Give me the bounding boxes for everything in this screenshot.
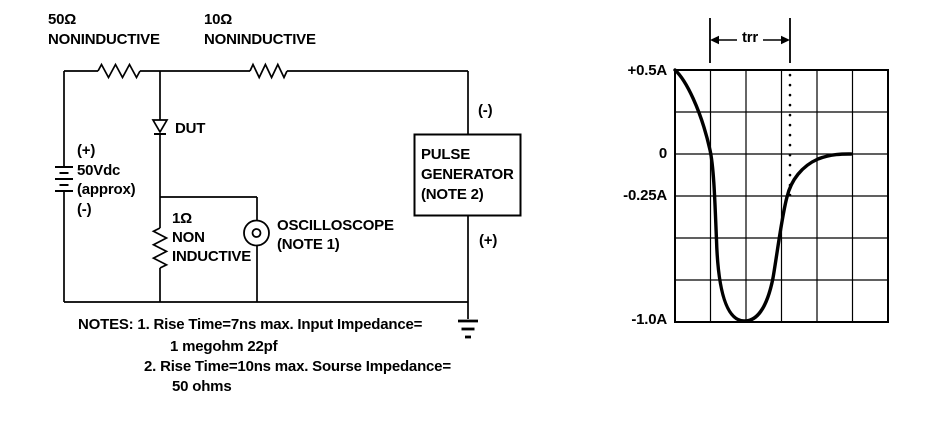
pulse-generator-line1: PULSE (421, 146, 471, 163)
y-tick-minus-1-0a: -1.0A (631, 311, 667, 328)
resistor-1-type-line2: INDUCTIVE (172, 248, 252, 265)
resistor-10-type: NONINDUCTIVE (204, 30, 316, 48)
pulse-generator-note: (NOTE 2) (421, 186, 484, 203)
source-minus: (-) (77, 200, 92, 218)
resistor-1-value: 1Ω (172, 210, 192, 227)
oscilloscope-note: (NOTE 1) (277, 236, 340, 253)
oscilloscope-label: OSCILLOSCOPE (NOTE 1) (277, 216, 394, 254)
right-arrowhead-icon (781, 35, 790, 45)
voltage-source-label: (+) 50Vdc (approx) (-) (77, 141, 136, 219)
resistor-10-label: 10Ω NONINDUCTIVE (204, 10, 316, 49)
resistor-50-label: 50Ω NONINDUCTIVE (48, 10, 160, 49)
battery-icon (55, 166, 73, 192)
notes-line-4: 50 ohms (172, 378, 232, 395)
resistor-10-value: 10Ω (204, 11, 233, 28)
trr-annotation-label: trr (741, 29, 759, 46)
diode-dut-icon (151, 119, 169, 135)
notes-line-1: NOTES: 1. Rise Time=7ns max. Input Imped… (78, 316, 423, 333)
oscilloscope-name: OSCILLOSCOPE (277, 217, 394, 234)
notes-line-3: 2. Rise Time=10ns max. Sourse Impedance= (144, 358, 451, 375)
y-tick-zero: 0 (658, 145, 667, 162)
waveform-curve (673, 68, 853, 323)
pulse-generator-box (413, 133, 522, 217)
resistor-10-symbol (249, 62, 288, 80)
scope-gridlines (675, 70, 888, 322)
scope-grid-border (674, 69, 889, 323)
trr-arrows (710, 35, 790, 45)
resistor-1-label: 1Ω NON INDUCTIVE (172, 209, 251, 266)
resistor-50-symbol (97, 62, 141, 80)
y-tick-minus-0-25a: -0.25A (623, 187, 667, 204)
y-tick-plus-0-5a: +0.5A (627, 62, 668, 79)
source-voltage: 50Vdc (77, 161, 121, 179)
resistor-1-type-line1: NON (172, 229, 205, 246)
resistor-1-symbol (151, 227, 169, 269)
sense-box-wires (160, 196, 258, 302)
pulse-generator-plus-terminal: (+) (479, 232, 498, 249)
pulse-generator-line2: GENERATOR (421, 166, 514, 183)
pulse-generator-label: PULSE GENERATOR (NOTE 2) (421, 145, 514, 205)
ground-icon (458, 319, 478, 339)
notes-line-2: 1 megohm 22pf (170, 338, 278, 355)
waveform-graph (673, 18, 889, 323)
circuit-schematic (55, 62, 522, 339)
source-plus: (+) (77, 142, 96, 159)
source-approx: (approx) (77, 181, 136, 198)
pulse-generator-minus-terminal: (-) (478, 102, 493, 119)
trr-measurement-bounds (709, 18, 791, 63)
dut-label: DUT (175, 120, 206, 137)
oscilloscope-probe-icon (243, 219, 270, 247)
resistor-50-value: 50Ω (48, 11, 77, 28)
resistor-50-type: NONINDUCTIVE (48, 30, 160, 48)
left-arrowhead-icon (710, 35, 719, 45)
